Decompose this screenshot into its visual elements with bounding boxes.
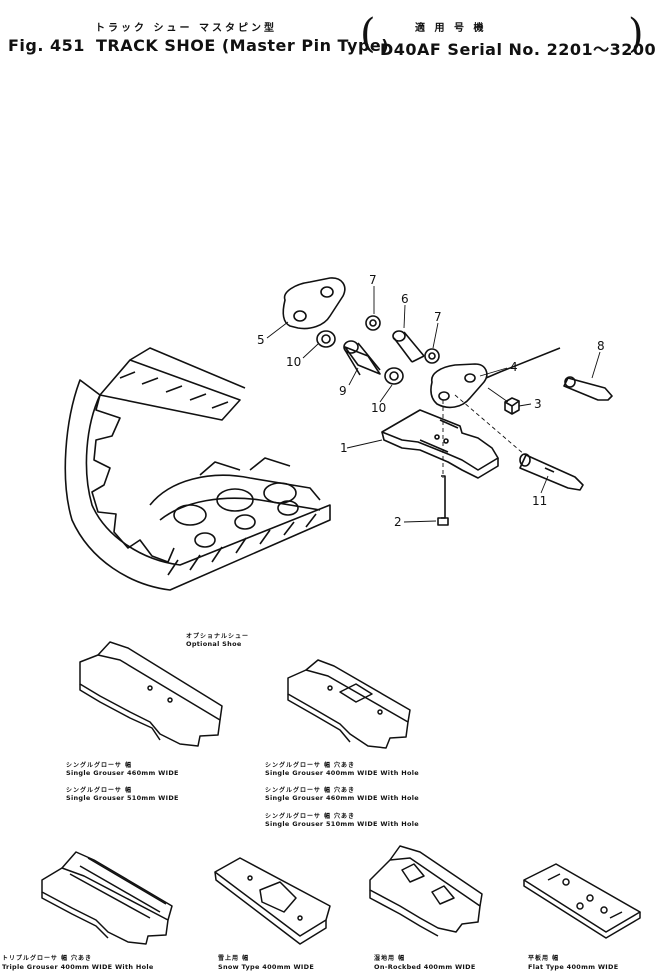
callout-2: 2 [394, 515, 402, 529]
callout-3: 3 [534, 397, 542, 411]
caption-bottom-1: Triple Grouser 400mm WIDE With Hole [2, 963, 154, 971]
callout-7-upper: 7 [369, 273, 377, 287]
part-6-pin [392, 330, 425, 363]
title-japanese: トラック シュー マスタピン型 [95, 23, 277, 34]
part-10-seal-lower [384, 367, 404, 385]
callout-4: 4 [510, 360, 518, 374]
caption-right-2: Single Grouser 460mm WIDE With Hole [265, 794, 419, 802]
caption-bottom-4-japanese: 平板用 幅 [528, 955, 560, 962]
caption-left-1: Single Grouser 460mm WIDE [66, 769, 179, 777]
callout-1: 1 [340, 441, 348, 455]
right-parenthesis: ) [628, 11, 644, 57]
optional-shoe-single-grouser-with-hole [287, 659, 411, 749]
optional-shoe-label: Optional Shoe [186, 640, 242, 648]
caption-right-3-japanese: シングルグローサ 幅 穴あき [265, 813, 356, 820]
caption-right-1: Single Grouser 400mm WIDE With Hole [265, 769, 419, 777]
part-10-seal-upper [316, 330, 336, 348]
caption-bottom-2-japanese: 雪上用 幅 [218, 955, 250, 962]
optional-shoe-single-grouser [79, 641, 223, 747]
callout-10-upper: 10 [286, 355, 301, 369]
callout-5: 5 [257, 333, 265, 347]
part-5-link-plate [282, 277, 346, 330]
caption-left-1-japanese: シングルグローサ 幅 [66, 762, 132, 769]
callout-7-lower: 7 [434, 310, 442, 324]
part-3-nut [504, 397, 520, 415]
callout-6: 6 [401, 292, 409, 306]
part-8-master-pin [563, 376, 613, 401]
optional-shoe-on-rockbed [369, 845, 483, 937]
track-assembly-illustration [64, 347, 331, 591]
left-parenthesis: ( [360, 11, 376, 57]
optional-shoe-flat-type [523, 863, 641, 939]
leader-lines [266, 286, 601, 523]
part-7-seal-lower [424, 348, 440, 364]
figure-number: Fig. 451 [8, 36, 85, 55]
page-title: TRACK SHOE (Master Pin Type) [96, 36, 390, 55]
caption-left-2-japanese: シングルグローサ 幅 [66, 787, 132, 794]
callout-8: 8 [597, 339, 605, 353]
callout-11: 11 [532, 494, 547, 508]
caption-right-1-japanese: シングルグローサ 幅 穴あき [265, 762, 356, 769]
caption-bottom-1-japanese: トリプルグローサ 幅 穴あき [2, 955, 93, 962]
applicable-models-japanese: 適 用 号 機 [415, 23, 487, 34]
serial-range: D40AF Serial No. 2201～3200 [380, 40, 656, 59]
part-11-pin [519, 453, 584, 491]
optional-shoe-label-japanese: オプショナルシュー [186, 633, 250, 640]
caption-bottom-4: Flat Type 400mm WIDE [528, 963, 619, 971]
part-1-shoe-plate [381, 409, 499, 479]
caption-right-2-japanese: シングルグローサ 幅 穴あき [265, 787, 356, 794]
callout-9: 9 [339, 384, 347, 398]
optional-shoe-snow-type [214, 857, 331, 945]
optional-shoe-triple-grouser [41, 851, 173, 945]
caption-left-2: Single Grouser 510mm WIDE [66, 794, 179, 802]
part-2-bolt [437, 475, 449, 526]
caption-bottom-3: On-Rockbed 400mm WIDE [374, 963, 476, 971]
caption-bottom-2: Snow Type 400mm WIDE [218, 963, 315, 971]
callout-10-lower: 10 [371, 401, 386, 415]
part-4-master-link [430, 347, 561, 409]
caption-bottom-3-japanese: 湿地用 幅 [374, 955, 406, 962]
caption-right-3: Single Grouser 510mm WIDE With Hole [265, 820, 419, 828]
part-7-seal-upper [365, 315, 381, 331]
part-9-bushing [343, 340, 381, 376]
